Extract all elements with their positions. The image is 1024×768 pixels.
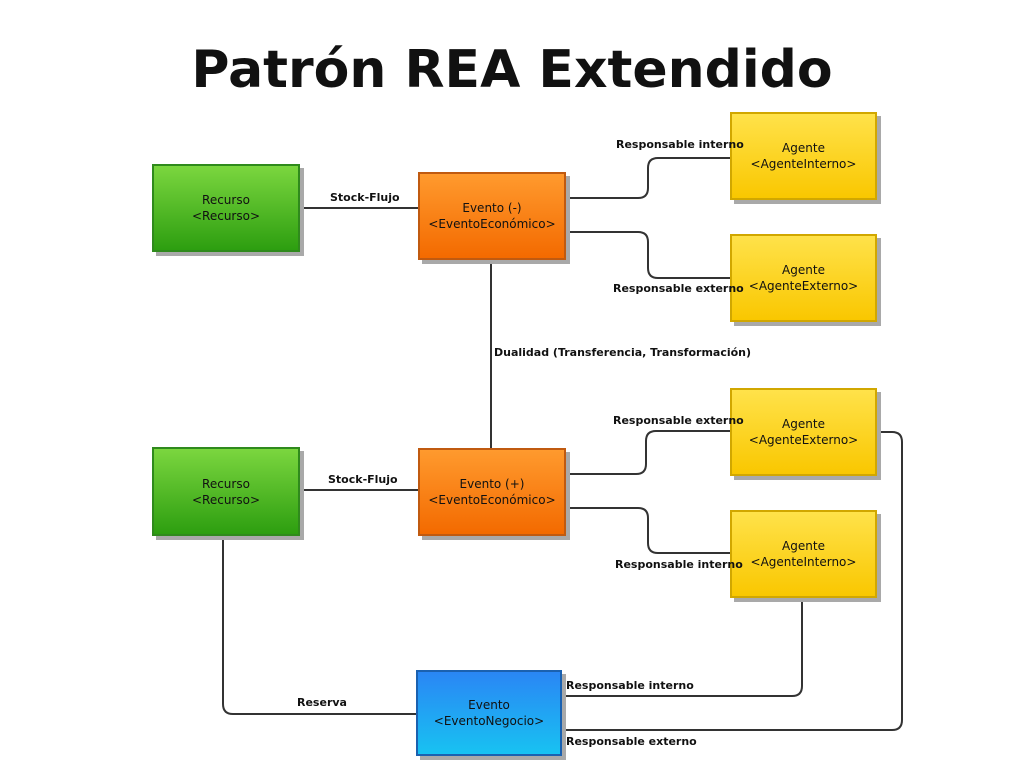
recurso-top-node[interactable]: Recurso <Recurso> xyxy=(152,164,300,252)
label-responsable-externo-bottom: Responsable externo xyxy=(566,735,697,748)
agente-externo-top-node[interactable]: Agente <AgenteExterno> xyxy=(730,234,877,322)
label-responsable-interno-top: Responsable interno xyxy=(616,138,744,151)
connector-evento-minus-agente-interno xyxy=(566,157,730,199)
label-reserva: Reserva xyxy=(297,696,347,709)
evento-negocio-node[interactable]: Evento <EventoNegocio> xyxy=(416,670,562,756)
label-responsable-interno-mid: Responsable interno xyxy=(615,558,743,571)
connector-evento-plus-agente-interno xyxy=(566,507,730,554)
connector-negocio-agente-interno xyxy=(562,600,803,697)
label-responsable-externo-top: Responsable externo xyxy=(613,282,744,295)
connector-negocio-agente-externo xyxy=(562,431,903,731)
connector-reserva xyxy=(222,536,416,715)
evento-minus-node[interactable]: Evento (-) <EventoEconómico> xyxy=(418,172,566,260)
connector-evento-plus-agente-externo xyxy=(566,430,730,475)
label-responsable-interno-bottom: Responsable interno xyxy=(566,679,694,692)
label-stock-flujo-bottom: Stock-Flujo xyxy=(328,473,398,486)
connector-evento-minus-agente-externo xyxy=(566,231,730,279)
recurso-bottom-node[interactable]: Recurso <Recurso> xyxy=(152,447,300,536)
evento-plus-node[interactable]: Evento (+) <EventoEconómico> xyxy=(418,448,566,536)
agente-externo-bottom-node[interactable]: Agente <AgenteExterno> xyxy=(730,388,877,476)
agente-interno-top-node[interactable]: Agente <AgenteInterno> xyxy=(730,112,877,200)
label-dualidad: Dualidad (Transferencia, Transformación) xyxy=(494,346,752,359)
agente-interno-bottom-node[interactable]: Agente <AgenteInterno> xyxy=(730,510,877,598)
label-stock-flujo-top: Stock-Flujo xyxy=(330,191,400,204)
label-responsable-externo-mid: Responsable externo xyxy=(613,414,744,427)
page-title: Patrón REA Extendido xyxy=(191,40,833,100)
